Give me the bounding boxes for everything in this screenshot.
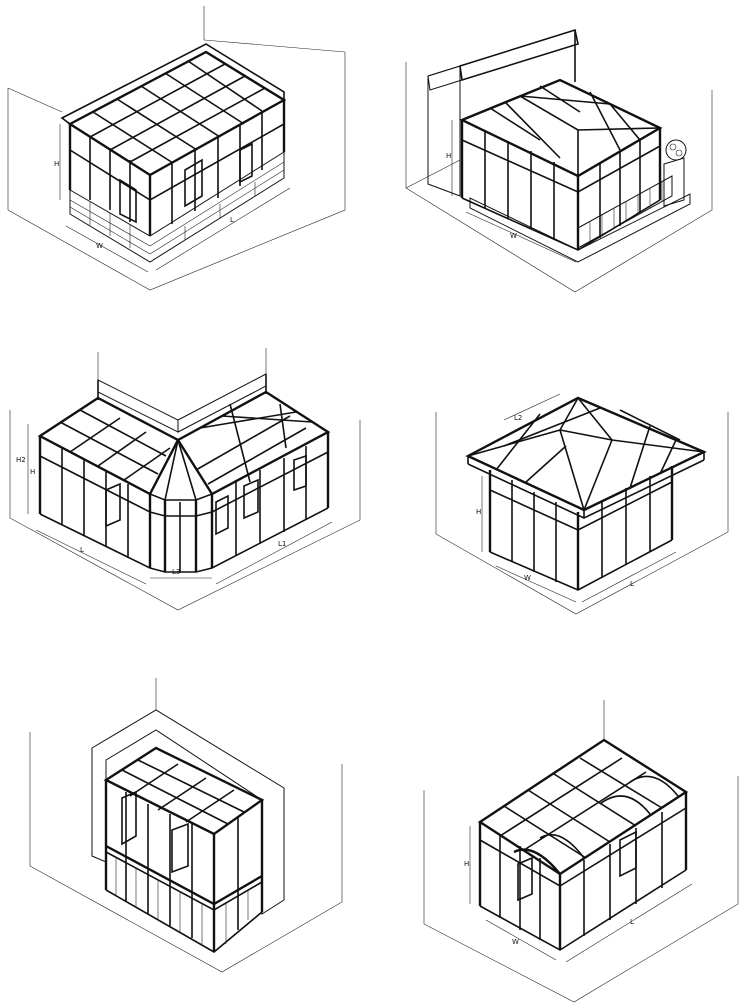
fig6-curved-eave-lean-to-sunroom: H W L [423, 700, 739, 1003]
fig4-hip-roof-pavilion-sunroom: H W L L2 [435, 393, 729, 615]
fig1-lean-to-sunroom-on-brick-base: H W L [7, 6, 346, 291]
fig4-length2-label: L2 [514, 414, 522, 422]
fig3-length3-label: L3 [172, 568, 180, 576]
fig3-height-label: H [30, 468, 35, 476]
fig6-length-label: L [630, 918, 634, 926]
fig1-width-label: W [96, 242, 103, 250]
fig6-width-label: W [512, 938, 519, 946]
fig3-height2-label: H2 [16, 456, 26, 464]
fig3-length1-label: L1 [278, 540, 286, 548]
fig3-length-label: L [80, 546, 84, 554]
fig1-height-label: H [54, 160, 59, 168]
fig6-height-label: H [464, 860, 469, 868]
fig4-height-label: H [476, 508, 481, 516]
fig3-l-shaped-sunroom-with-bay: H2 H L L3 L1 [9, 348, 361, 611]
fig1-length-label: L [230, 216, 234, 224]
fig4-length-label: L [630, 580, 634, 588]
fig2-width-label: W [510, 232, 517, 240]
fig4-width-label: W [524, 574, 531, 582]
fig5-balcony-enclosure-sunroom [29, 678, 343, 973]
fig2-height-label: H [446, 152, 451, 160]
fig2-gable-sunroom-with-balcony: H W [405, 28, 713, 293]
